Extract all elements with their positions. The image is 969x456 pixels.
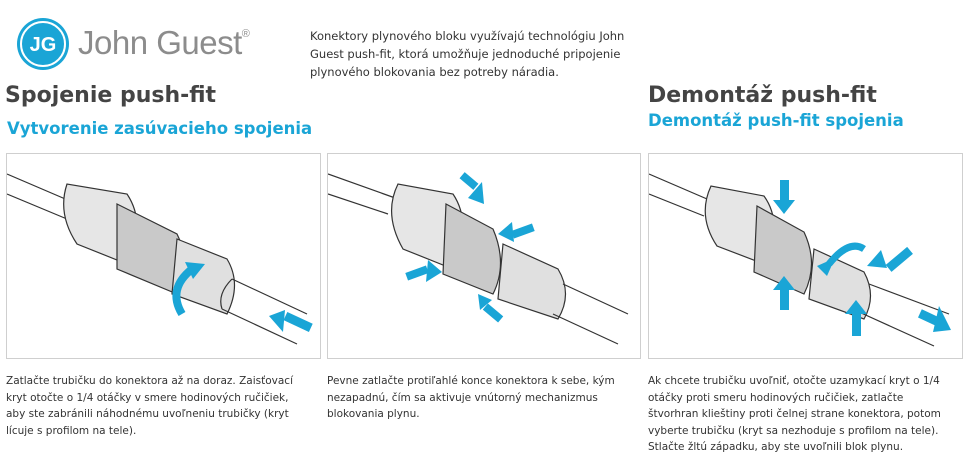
step-3-caption: Ak chcete trubičku uvoľniť, otočte uzamy… xyxy=(648,375,941,453)
brand-name-text: John Guest xyxy=(78,24,242,61)
step-2-illustration xyxy=(327,153,641,359)
intro-text: Konektory plynového bloku využívajú tech… xyxy=(310,29,625,79)
step-1-caption: Zatlačte trubičku do konektora až na dor… xyxy=(6,375,293,437)
step-1-illustration xyxy=(6,153,321,359)
rotate-arrowhead-icon xyxy=(817,258,835,276)
jg-logo-icon: JG xyxy=(20,21,66,67)
left-section-title: Spojenie push-fit xyxy=(5,83,217,108)
brand-name: John Guest® xyxy=(78,24,250,62)
blue-arrow-icon xyxy=(478,294,504,323)
blue-arrow-icon xyxy=(867,246,913,272)
rotate-arrow-icon xyxy=(172,265,195,317)
blue-arrow-icon xyxy=(498,222,535,242)
blue-arrow-icon xyxy=(773,180,795,214)
right-section-title: Demontáž push-fit xyxy=(648,83,877,108)
john-guest-logo-badge: JG xyxy=(17,18,69,70)
left-section-subtitle: Vytvorenie zasúvacieho spojenia xyxy=(7,119,313,138)
rotate-arrowhead-icon xyxy=(185,262,205,279)
blue-arrow-icon xyxy=(918,306,951,332)
step-2-caption: Pevne zatlačte protiľahlé konce konektor… xyxy=(327,375,615,420)
blue-arrow-icon xyxy=(269,310,313,332)
blue-arrow-icon xyxy=(845,300,867,336)
right-section-subtitle: Demontáž push-fit spojenia xyxy=(648,111,904,130)
blue-arrow-icon xyxy=(459,172,484,204)
step-3-illustration xyxy=(648,153,963,359)
rotate-arrow-icon xyxy=(826,242,866,267)
logo-text: JG xyxy=(30,34,57,56)
blue-arrow-icon xyxy=(773,276,795,310)
registered-mark: ® xyxy=(241,28,250,40)
blue-arrow-icon xyxy=(405,260,442,282)
